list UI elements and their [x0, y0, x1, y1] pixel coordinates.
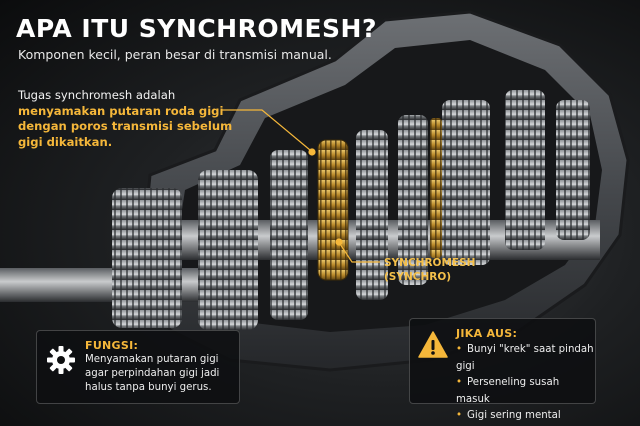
gear-set [112, 90, 590, 330]
fungsi-body: Menyamakan putaran gigi agar perpindahan… [85, 354, 220, 393]
intro-plain: Tugas synchromesh adalah [18, 88, 176, 102]
jika-aus-panel: JIKA AUS: Bunyi "krek" saat pindah gigi … [409, 318, 596, 421]
list-item: Perseneling susah masuk [456, 375, 595, 408]
warning-icon [418, 331, 448, 358]
callout-line-1: SYNCHROMESH [384, 257, 476, 269]
fungsi-heading: FUNGSI: [85, 339, 139, 352]
list-item: Gigi sering mental sendiri [456, 408, 595, 426]
jika-aus-heading: JIKA AUS: [456, 327, 518, 340]
jika-aus-list: Bunyi "krek" saat pindah gigi Persenelin… [456, 342, 595, 426]
intro-text: Tugas synchromesh adalah menyamakan puta… [18, 88, 248, 150]
synchromesh-callout: SYNCHROMESH (SYNCHRO) [384, 256, 475, 284]
page-title: APA ITU SYNCHROMESH? [16, 14, 377, 43]
leader-lines [222, 109, 380, 263]
page-subtitle: Komponen kecil, peran besar di transmisi… [18, 47, 332, 62]
list-item: Bunyi "krek" saat pindah gigi [456, 342, 595, 375]
fungsi-panel: FUNGSI: Menyamakan putaran gigi agar per… [36, 330, 240, 404]
callout-line-2: (SYNCHRO) [384, 271, 452, 283]
intro-highlight: menyamakan putaran roda gigi dengan poro… [18, 103, 233, 149]
gear-icon [47, 346, 75, 374]
